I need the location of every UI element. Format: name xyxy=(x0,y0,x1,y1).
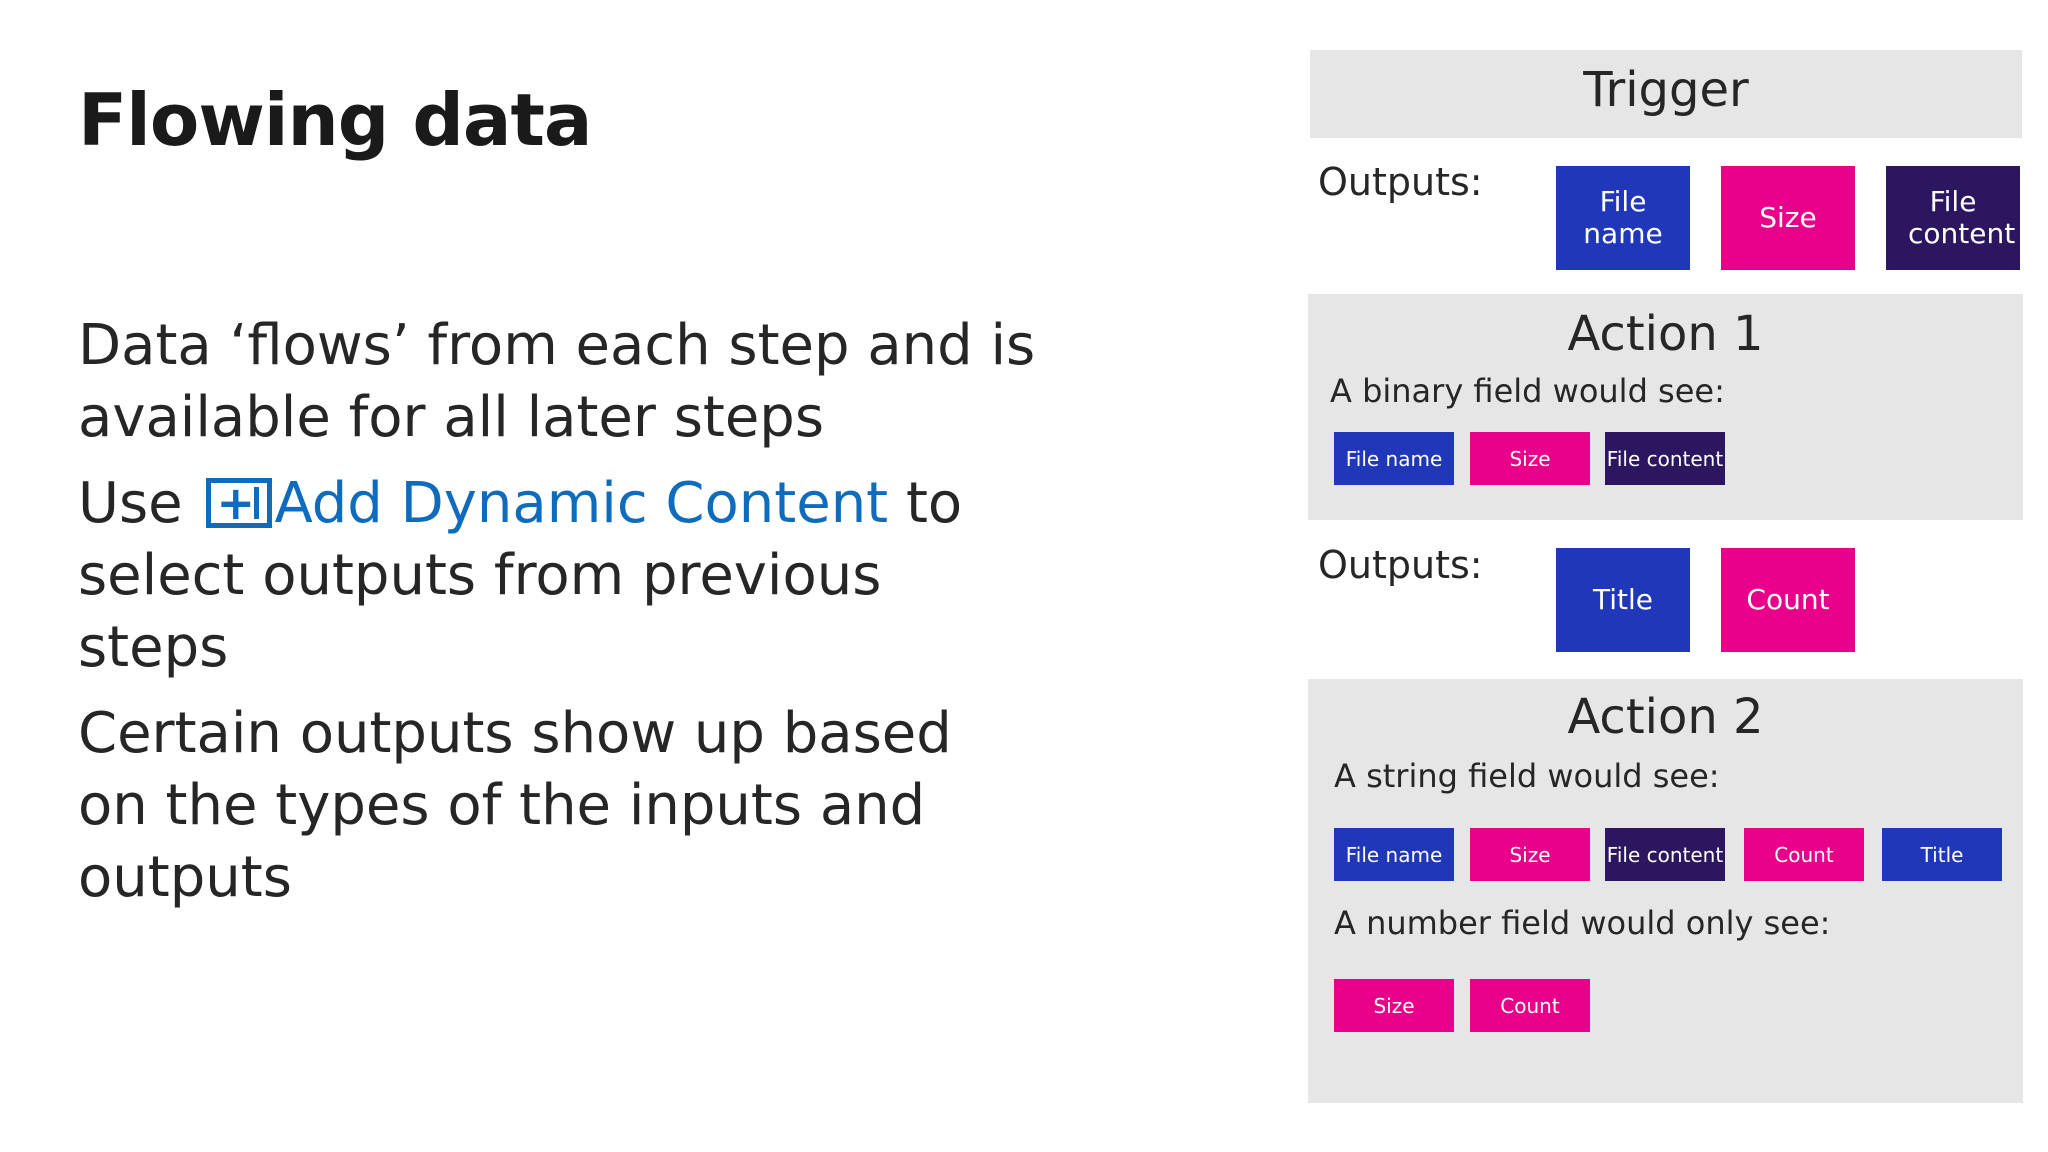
action2-string-chip-title[interactable]: Title xyxy=(1882,828,2002,881)
add-dynamic-content-icon: + xyxy=(206,476,273,530)
action2-string-chip-file-content[interactable]: File content xyxy=(1605,828,1725,881)
use-suffix-1: to xyxy=(905,471,963,536)
action1-chip-file-content[interactable]: File content xyxy=(1605,432,1725,485)
bullet-list: Data ‘flows’ from each step and is avail… xyxy=(78,310,1038,928)
trigger-output-file-content[interactable]: File content xyxy=(1886,166,2020,270)
action2-number-chip-count[interactable]: Count xyxy=(1470,979,1590,1032)
use-prefix: Use xyxy=(78,471,183,536)
action2-string-chip-size[interactable]: Size xyxy=(1470,828,1590,881)
action2-number-chip-size[interactable]: Size xyxy=(1334,979,1454,1032)
trigger-title: Trigger xyxy=(1583,62,1749,118)
action2-string-chip-count[interactable]: Count xyxy=(1744,828,1864,881)
action2-panel: Action 2 A string field would see: File … xyxy=(1308,679,2023,1103)
action2-string-chip-file-name[interactable]: File name xyxy=(1334,828,1454,881)
trigger-output-file-name[interactable]: File name xyxy=(1556,166,1690,270)
trigger-output-size[interactable]: Size xyxy=(1721,166,1855,270)
action1-chip-size[interactable]: Size xyxy=(1470,432,1590,485)
action2-number-field-label: A number field would only see: xyxy=(1334,904,1831,942)
add-dynamic-content-link[interactable]: Add Dynamic Content xyxy=(274,471,889,536)
action1-panel: Action 1 A binary field would see: File … xyxy=(1308,294,2023,520)
bullet-use-dynamic-content: Use +Add Dynamic Content to select outpu… xyxy=(78,468,1038,684)
bullet-certain-outputs: Certain outputs show up based on the typ… xyxy=(78,701,952,910)
trigger-output-file-content-label: File content xyxy=(1908,185,2016,250)
action1-output-title[interactable]: Title xyxy=(1556,548,1690,652)
action2-title: Action 2 xyxy=(1567,689,1764,745)
trigger-panel: Trigger xyxy=(1310,50,2022,138)
use-suffix-2: select outputs from previous steps xyxy=(78,543,882,680)
action1-binary-field-label: A binary field would see: xyxy=(1330,372,1725,410)
bullet-flows: Data ‘flows’ from each step and is avail… xyxy=(78,313,1036,450)
slide-title: Flowing data xyxy=(78,78,593,162)
action1-output-count[interactable]: Count xyxy=(1721,548,1855,652)
action2-string-field-label: A string field would see: xyxy=(1334,757,1720,795)
action1-title: Action 1 xyxy=(1567,306,1764,362)
action1-chip-file-name[interactable]: File name xyxy=(1334,432,1454,485)
trigger-outputs-label: Outputs: xyxy=(1318,160,1483,204)
action1-outputs-label: Outputs: xyxy=(1318,543,1483,587)
